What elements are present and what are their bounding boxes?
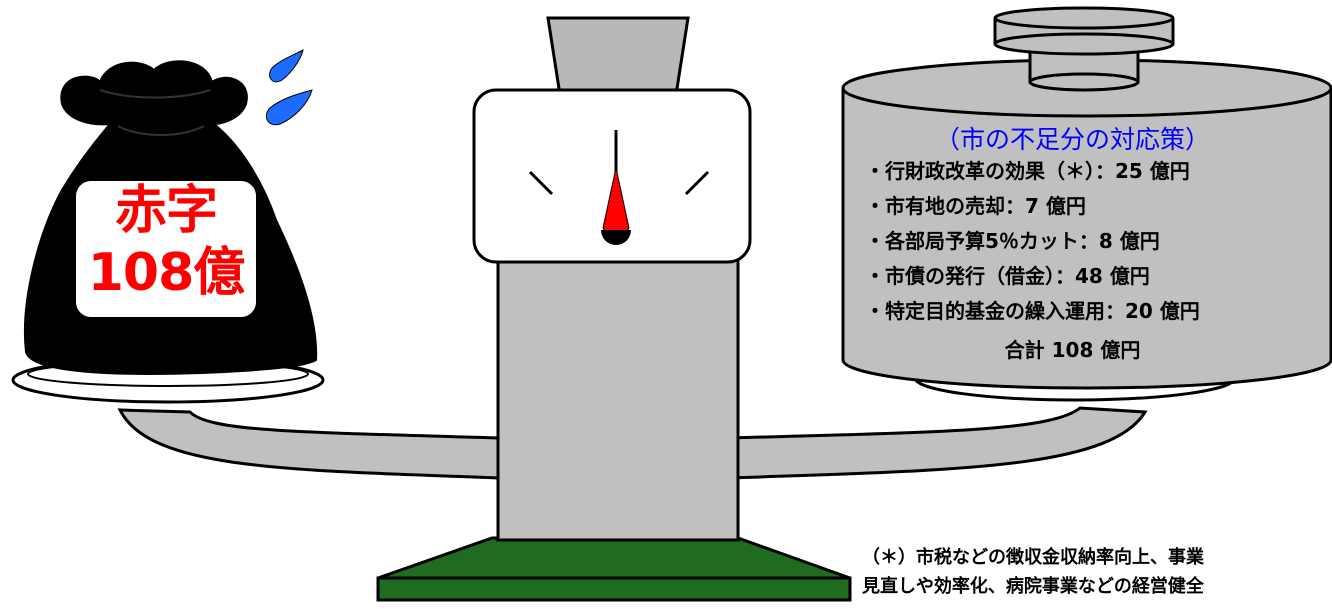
deficit-label-line2: 108億 [87,243,246,303]
countermeasures-panel: （市の不足分の対応策） ・行財政改革の効果（＊）：25 億円 ・市有地の売却：7… [845,112,1330,382]
countermeasures-title: （市の不足分の対応策） [934,125,1210,154]
weight-knob [993,32,1175,56]
scale-top-cap [546,16,690,97]
footnote: （＊）市税などの徴収金収納率向上、事業 見直しや効率化、病院事業などの経営健全 [862,543,1332,605]
sweat-drop-icon [269,49,304,83]
list-item: ・市債の発行（借金）：48 億円 [865,264,1150,288]
countermeasures-list: ・行財政改革の効果（＊）：25 億円 ・市有地の売却：7 億円 ・各部局予算5％… [865,154,1200,329]
scale-base [377,536,851,580]
scale-beam [117,408,502,480]
scale-beam-right [728,406,1148,480]
list-item: ・各部局予算5％カット：8 億円 [865,229,1160,253]
sweat-drop-icon [265,89,313,126]
list-item: ・特定目的基金の繰入運用：20 億円 [865,299,1200,323]
list-item: ・市有地の売却：7 億円 [865,194,1086,218]
deficit-label: 赤字 108億 [75,180,257,318]
scale-dial [472,88,752,264]
deficit-label-line1: 赤字 [114,181,218,241]
list-item: ・行財政改革の効果（＊）：25 億円 [865,159,1190,183]
footnote-line2: 見直しや効率化、病院事業などの経営健全 [862,576,1204,597]
scale-base-bottom [376,576,852,602]
scale-column [496,256,740,542]
countermeasures-total: 合計 108 億円 [1004,338,1141,362]
dial-tick-right [684,170,710,196]
dial-tick-left [528,170,554,196]
footnote-line1: （＊）市税などの徴収金収納率向上、事業 [862,547,1204,568]
bag-label-box [74,179,258,319]
